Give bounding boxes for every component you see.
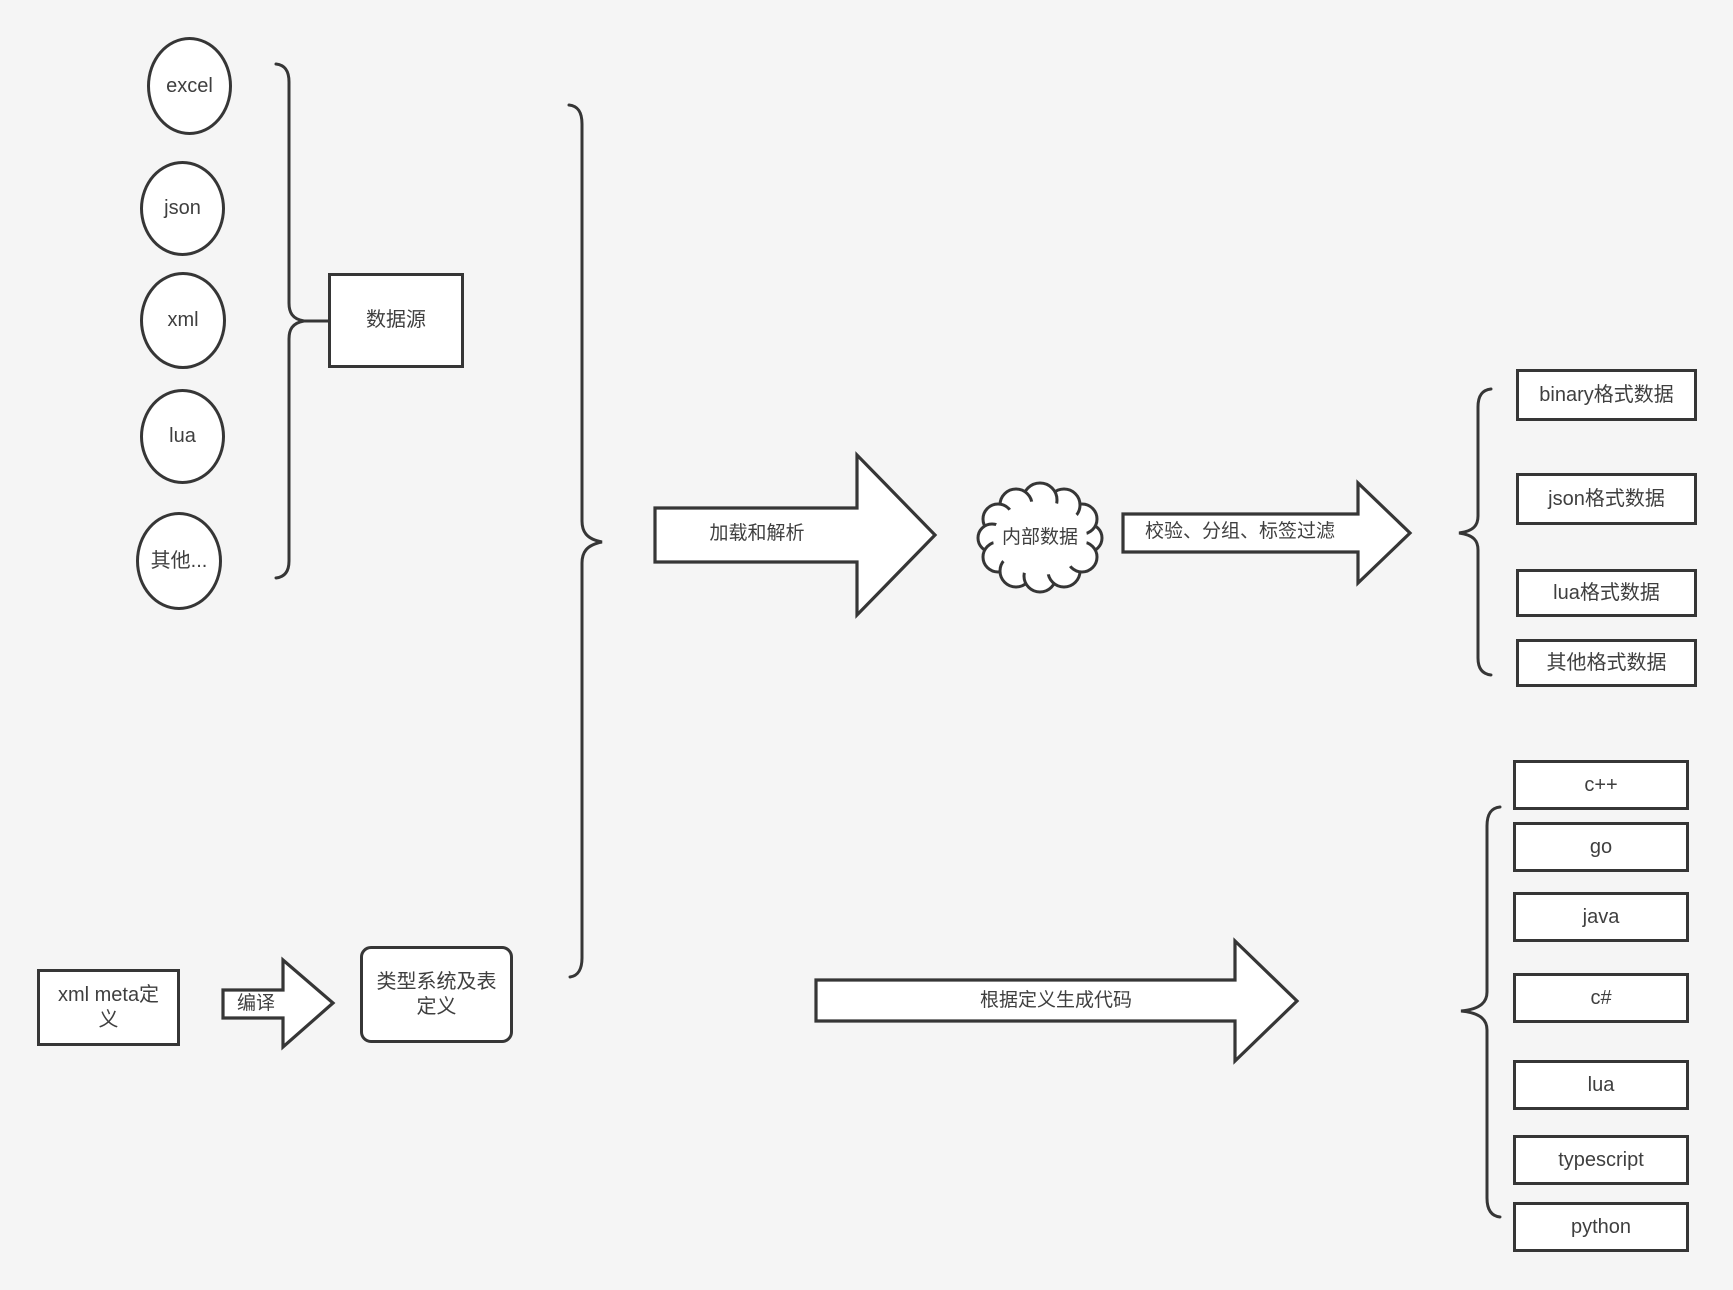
cloud-internal-data-label: 内部数据	[960, 525, 1120, 551]
cloud-body	[993, 501, 1087, 575]
box-lang-python[interactable]: python	[1513, 1202, 1689, 1252]
box-lang-typescript[interactable]: typescript	[1513, 1135, 1689, 1185]
source-node-label: 其他...	[150, 549, 208, 572]
source-node-label: lua	[169, 425, 196, 447]
box-format-binary[interactable]: binary格式数据	[1516, 369, 1697, 421]
source-node-excel[interactable]: excel	[147, 37, 232, 135]
box-format-label: 其他格式数据	[1546, 651, 1667, 674]
arrow-load-parse-label: 加载和解析	[657, 521, 857, 547]
arrow-filter[interactable]	[1121, 479, 1413, 587]
box-format-json[interactable]: json格式数据	[1516, 473, 1697, 525]
source-node-label: xml	[167, 309, 199, 331]
box-lang-label: lua	[1587, 1073, 1615, 1096]
box-lang-label: python	[1570, 1215, 1632, 1238]
arrow-load-parse[interactable]	[653, 451, 938, 619]
brace-data-sources[interactable]	[274, 62, 305, 580]
arrow-label-text: 根据定义生成代码	[979, 989, 1132, 1011]
brace-definitions-group[interactable]	[567, 103, 603, 979]
box-lang-go[interactable]: go	[1513, 822, 1689, 872]
brace-format-outputs[interactable]	[1458, 387, 1493, 677]
box-format-other[interactable]: 其他格式数据	[1516, 639, 1697, 687]
box-lang-csharp[interactable]: c#	[1513, 973, 1689, 1023]
source-node-xml[interactable]: xml	[140, 272, 226, 369]
source-node-label: excel	[166, 74, 213, 97]
arrow-label-text: 加载和解析	[709, 522, 805, 544]
box-type-system[interactable]: 类型系统及表定义	[360, 946, 513, 1043]
brace-language-outputs[interactable]	[1460, 805, 1502, 1219]
box-lang-lua[interactable]: lua	[1513, 1060, 1689, 1110]
box-lang-label: java	[1582, 905, 1620, 928]
source-node-label: json	[164, 197, 201, 219]
box-data-source[interactable]: 数据源	[328, 273, 464, 368]
cloud-label-text: 内部数据	[1001, 526, 1078, 548]
arrow-generate-code-label: 根据定义生成代码	[906, 988, 1206, 1014]
box-data-source-label: 数据源	[366, 309, 426, 331]
box-lang-java[interactable]: java	[1513, 892, 1689, 942]
source-node-other[interactable]: 其他...	[136, 512, 222, 610]
arrow-label-text: 编译	[236, 992, 275, 1014]
box-format-label: json格式数据	[1548, 487, 1665, 510]
box-lang-label: c#	[1590, 986, 1612, 1009]
cloud-internal-data[interactable]	[976, 481, 1104, 594]
box-lang-label: c++	[1584, 773, 1618, 796]
box-lang-label: go	[1589, 835, 1613, 858]
box-lang-label: typescript	[1558, 1148, 1644, 1171]
box-xml-meta-label: xml meta定义	[57, 983, 160, 1031]
arrow-compile[interactable]	[221, 956, 336, 1051]
box-format-lua[interactable]: lua格式数据	[1516, 569, 1697, 617]
box-xml-meta[interactable]: xml meta定义	[37, 969, 180, 1046]
arrow-label-text: 校验、分组、标签过滤	[1144, 520, 1335, 542]
arrow-generate-code[interactable]	[814, 937, 1300, 1065]
box-lang-cpp[interactable]: c++	[1513, 760, 1689, 810]
box-type-system-label: 类型系统及表定义	[376, 970, 497, 1018]
arrow-filter-label: 校验、分组、标签过滤	[1130, 519, 1350, 545]
source-node-json[interactable]: json	[140, 161, 225, 256]
source-node-lua[interactable]: lua	[140, 389, 225, 484]
arrow-compile-label: 编译	[206, 991, 306, 1017]
box-format-label: binary格式数据	[1539, 383, 1674, 406]
box-format-label: lua格式数据	[1553, 581, 1660, 604]
